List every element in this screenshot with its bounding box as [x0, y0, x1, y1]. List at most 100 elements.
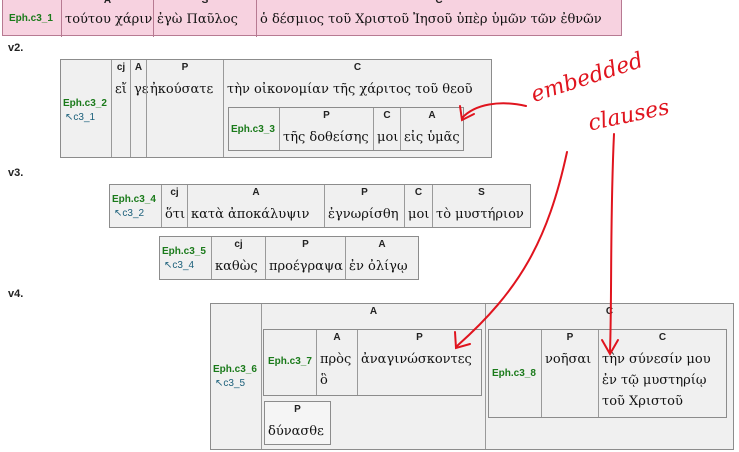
role-label: C — [605, 306, 614, 317]
clause-cell: C μοι — [404, 185, 432, 227]
clause-id[interactable]: Eph.c3_2 — [63, 98, 107, 109]
clause-id[interactable]: Eph.c3_6 — [213, 364, 257, 375]
clause-cell: C τὴν οἰκονομίαν τῆς χάριτος τοῦ θεοῦ Ep… — [223, 60, 491, 157]
role-label: A — [134, 62, 143, 73]
clause-id[interactable]: Eph.c3_5 — [162, 246, 206, 257]
greek-text: ὁ δέσμιος τοῦ Χριστοῦ Ἰησοῦ ὑπὲρ ὑμῶν τῶ… — [260, 12, 602, 27]
arrow-to-anaginoskontes — [456, 151, 568, 347]
clause-id[interactable]: Eph.c3_4 — [112, 194, 156, 205]
role-label: S — [478, 187, 485, 198]
verse-label: v4. — [8, 288, 24, 300]
greek-text: κατὰ ἀποκάλυψιν — [191, 207, 310, 222]
role-label: P — [302, 239, 309, 250]
role-label: cj — [234, 239, 243, 250]
role-label: P — [294, 404, 301, 415]
clause-cell: P νοῆσαι — [541, 330, 598, 417]
clause-cell-a: A Eph.c3_7 A πρὸς ὃ P ἀναγινώσκοντες P δ… — [261, 304, 485, 449]
role-label: cj — [170, 187, 179, 198]
clause-box-c3-4: Eph.c3_4 ↖c3_2 cj ὅτι A κατὰ ἀποκάλυψιν … — [109, 184, 531, 228]
clause-cell: A πρὸς ὃ — [316, 330, 357, 395]
role-label: A — [369, 306, 378, 317]
greek-text: προέγραψα — [269, 259, 343, 274]
clause-cell: A κατὰ ἀποκάλυψιν — [187, 185, 324, 227]
role-label: cj — [116, 62, 126, 73]
role-label: A — [333, 332, 341, 343]
clause-cell: P ἀναγινώσκοντες — [357, 330, 481, 395]
parent-ref[interactable]: ↖c3_4 — [164, 260, 195, 271]
greek-text: τὴν σύνεσίν μου ἐν τῷ μυστηρίῳ τοῦ Χριστ… — [602, 352, 711, 409]
role-label: A — [103, 0, 112, 6]
greek-text: ἠκούσατε — [150, 82, 214, 97]
parent-ref[interactable]: ↖c3_5 — [215, 378, 246, 389]
verse-label: v3. — [8, 167, 24, 179]
role-label: C — [383, 110, 391, 121]
greek-text: ὅτι — [165, 207, 186, 222]
parent-ref[interactable]: ↖c3_2 — [114, 208, 145, 219]
clause-cell: A γε — [130, 60, 149, 157]
clause-cell: A εἰς ὑμᾶς — [400, 108, 463, 150]
clause-cell: cj εἴ — [111, 60, 130, 157]
greek-text: μοι — [408, 207, 430, 222]
clause-box-c3-1: Eph.c3_1 A τούτου χάριν S ἐγὼ Παῦλος C ὁ… — [2, 0, 622, 37]
role-label: A — [428, 110, 436, 121]
role-label: P — [361, 187, 368, 198]
clause-id[interactable]: Eph.c3_1 — [9, 13, 53, 24]
clause-cell: A τούτου χάριν — [61, 0, 153, 37]
greek-text: δύνασθε — [268, 424, 324, 439]
role-label: C — [414, 187, 423, 198]
arrow-to-eis-hymas — [461, 102, 527, 119]
greek-text: καθὼς — [215, 259, 258, 274]
role-label: S — [201, 0, 209, 6]
greek-text: τὸ μυστήριον — [436, 207, 524, 222]
greek-text: ἐγὼ Παῦλος — [157, 12, 238, 27]
clause-box-c3-2: Eph.c3_2 ↖c3_1 cj εἴ A γε P ἠκούσατε C τ… — [60, 59, 492, 158]
clause-cell: C τὴν σύνεσίν μου ἐν τῷ μυστηρίῳ τοῦ Χρι… — [598, 330, 726, 417]
greek-text: νοῆσαι — [545, 352, 592, 367]
greek-text: τούτου χάριν — [65, 12, 153, 27]
parent-ref[interactable]: ↖c3_1 — [65, 112, 96, 123]
clause-cell: P τῆς δοθείσης — [279, 108, 373, 150]
greek-text: πρὸς ὃ — [320, 352, 352, 388]
p-cell-dynasthe: P δύνασθε — [264, 401, 331, 445]
arrowhead-1 — [459, 105, 475, 122]
greek-text: τὴν οἰκονομίαν τῆς χάριτος τοῦ θεοῦ — [227, 82, 473, 97]
clause-cell: A ἐν ὀλίγῳ — [345, 237, 418, 279]
role-label: A — [378, 239, 386, 250]
clause-box-c3-3: Eph.c3_3 P τῆς δοθείσης C μοι A εἰς ὑμᾶς — [228, 107, 464, 151]
role-label: P — [181, 62, 189, 73]
role-label: C — [353, 62, 362, 73]
clause-cell: S τὸ μυστήριον — [432, 185, 530, 227]
clause-cell: P προέγραψα — [265, 237, 345, 279]
clause-id[interactable]: Eph.c3_3 — [231, 124, 275, 135]
clause-cell: S ἐγὼ Παῦλος — [153, 0, 256, 37]
clause-id[interactable]: Eph.c3_8 — [492, 368, 536, 379]
clause-box-c3-5: Eph.c3_5 ↖c3_4 cj καθὼς P προέγραψα A ἐν… — [159, 236, 419, 280]
greek-text: εἰς ὑμᾶς — [404, 130, 460, 145]
role-label: P — [566, 332, 574, 343]
clause-box-c3-8: Eph.c3_8 P νοῆσαι C τὴν σύνεσίν μου ἐν τ… — [488, 329, 727, 418]
role-label: P — [416, 332, 423, 343]
clause-cell-c: C Eph.c3_8 P νοῆσαι C τὴν σύνεσίν μου ἐν… — [485, 304, 733, 449]
clause-box-c3-6: Eph.c3_6 ↖c3_5 A Eph.c3_7 A πρὸς ὃ P ἀνα… — [210, 303, 734, 450]
greek-text: τῆς δοθείσης — [283, 130, 369, 145]
verse-label: v2. — [8, 42, 24, 54]
greek-text: εἴ — [115, 82, 127, 97]
clause-cell: P ἠκούσατε — [146, 60, 223, 157]
clause-cell: cj ὅτι — [161, 185, 187, 227]
greek-text: ἐγνωρίσθη — [328, 207, 399, 222]
arrow-to-synesin — [609, 133, 615, 353]
greek-text: ἀναγινώσκοντες — [361, 352, 472, 367]
role-label: C — [435, 0, 443, 6]
greek-text: ἐν ὀλίγῳ — [349, 259, 408, 274]
role-label: A — [252, 187, 260, 198]
clause-cell: cj καθὼς — [211, 237, 265, 279]
clause-id[interactable]: Eph.c3_7 — [268, 356, 312, 367]
arrowhead-2 — [454, 331, 471, 350]
clause-box-c3-7: Eph.c3_7 A πρὸς ὃ P ἀναγινώσκοντες — [263, 329, 482, 396]
role-label: C — [658, 332, 667, 343]
role-label: P — [323, 110, 330, 121]
clause-cell: C μοι — [373, 108, 400, 150]
greek-text: μοι — [377, 130, 399, 145]
arrowhead-3 — [601, 339, 619, 357]
